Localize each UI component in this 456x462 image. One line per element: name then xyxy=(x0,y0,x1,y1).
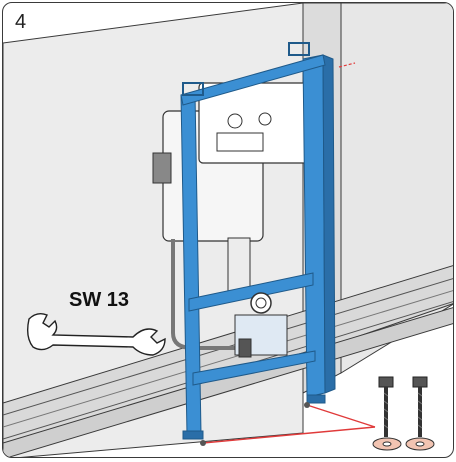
washer-icon xyxy=(372,437,435,451)
installation-illustration xyxy=(3,3,453,457)
wrench-icon xyxy=(26,312,166,356)
screw-icon xyxy=(378,376,428,437)
step-number: 4 xyxy=(15,11,27,33)
pan-bracket xyxy=(234,292,288,358)
floor-rails xyxy=(3,265,453,457)
instruction-panel: 4 SW 13 xyxy=(2,2,454,458)
pointer-lines xyxy=(200,62,376,446)
wrench-size-label: SW 13 xyxy=(69,289,130,311)
mounting-frame xyxy=(180,42,336,440)
